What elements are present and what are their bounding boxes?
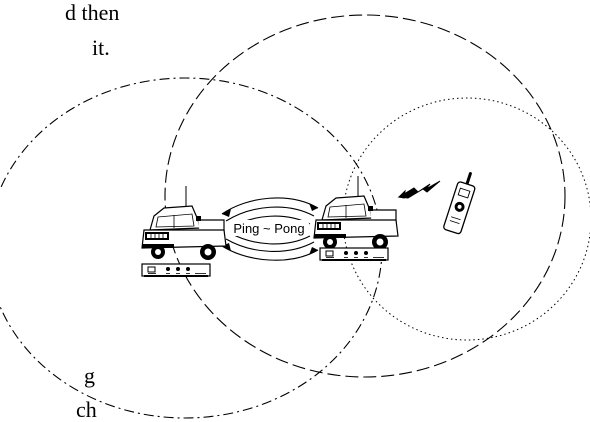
- handheld-radio-icon: [443, 172, 476, 235]
- text-fragment-bottom-1: g: [84, 363, 95, 388]
- exchange-label: Ping ~ Pong: [233, 221, 304, 236]
- base-station-icon: [141, 263, 211, 277]
- exchange-label-box: [228, 220, 310, 236]
- range-circle-long-dash: [164, 14, 566, 378]
- range-circle-dotted: [342, 97, 590, 341]
- base-station-icon: [319, 247, 389, 261]
- text-fragment-top-2: it.: [92, 35, 110, 60]
- signal-bolt-icon: [397, 180, 441, 199]
- text-fragment-bottom-2: ch: [76, 397, 97, 422]
- pickup-truck-icon: [313, 175, 399, 251]
- text-fragment-top-1: d then: [65, 0, 120, 25]
- pickup-truck-icon: [141, 185, 227, 261]
- arrowheads: [222, 203, 318, 255]
